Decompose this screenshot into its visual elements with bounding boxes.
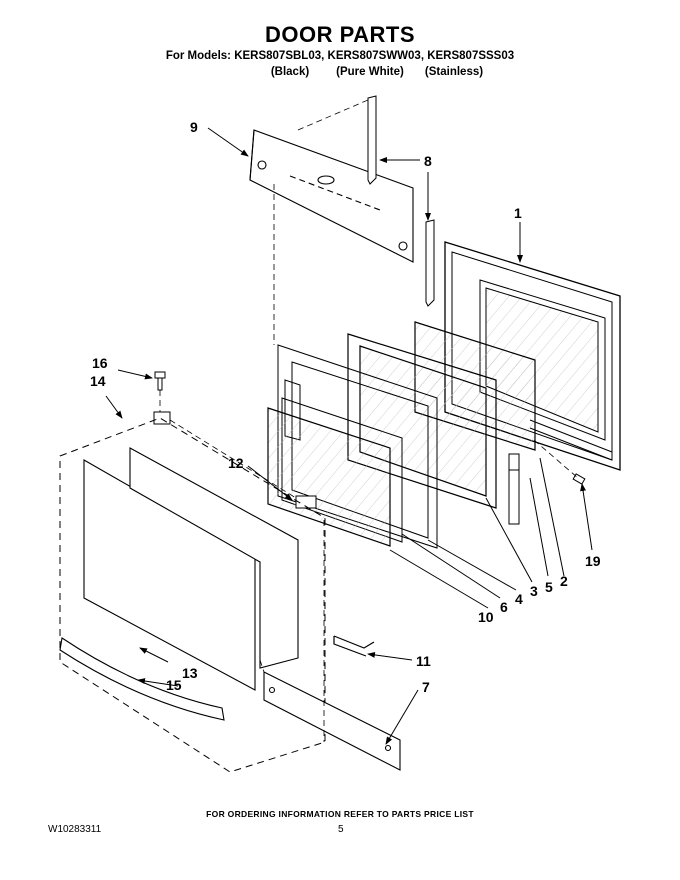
callout-10: 10 (478, 609, 494, 625)
variant-pure-white: (Pure White) (336, 66, 404, 78)
door-handle (59, 637, 225, 721)
door-hinges (367, 95, 435, 307)
callout-5: 5 (545, 579, 553, 595)
document-number: W10283311 (48, 824, 102, 835)
ordering-info: FOR ORDERING INFORMATION REFER TO PARTS … (206, 809, 474, 819)
callout-16: 16 (92, 355, 108, 371)
callout-2: 2 (560, 573, 568, 589)
variant-stainless: (Stainless) (424, 66, 484, 78)
callout-6: 6 (500, 599, 508, 615)
outer-door-glass (83, 447, 299, 691)
callout-8: 8 (424, 153, 432, 169)
callout-13: 13 (182, 665, 198, 681)
callout-15: 15 (166, 677, 182, 693)
bottom-trim (263, 671, 401, 771)
door-vent-trim (249, 129, 414, 263)
door-glass-inner (267, 407, 391, 547)
page-title: DOOR PARTS (264, 22, 416, 47)
assembly-guides (159, 99, 579, 742)
callout-3: 3 (530, 583, 538, 599)
model-list: For Models: KERS807SBL03, KERS807SWW03, … (165, 50, 515, 62)
callout-12: 12 (228, 455, 244, 471)
latch-clips (153, 411, 317, 509)
callout-7: 7 (422, 679, 430, 695)
callout-9: 9 (190, 119, 198, 135)
glass-frame (347, 333, 497, 509)
callout-14: 14 (90, 373, 106, 389)
callout-4: 4 (515, 591, 523, 607)
callout-1: 1 (514, 205, 522, 221)
variant-black: (Black) (270, 66, 310, 78)
hinge-clip (333, 635, 375, 657)
glass-retainer (508, 453, 520, 525)
callout-arrows (105, 127, 593, 745)
callout-11: 11 (416, 653, 431, 669)
page-number: 5 (338, 824, 344, 835)
door-screw (154, 371, 166, 391)
callout-19: 19 (585, 553, 601, 569)
